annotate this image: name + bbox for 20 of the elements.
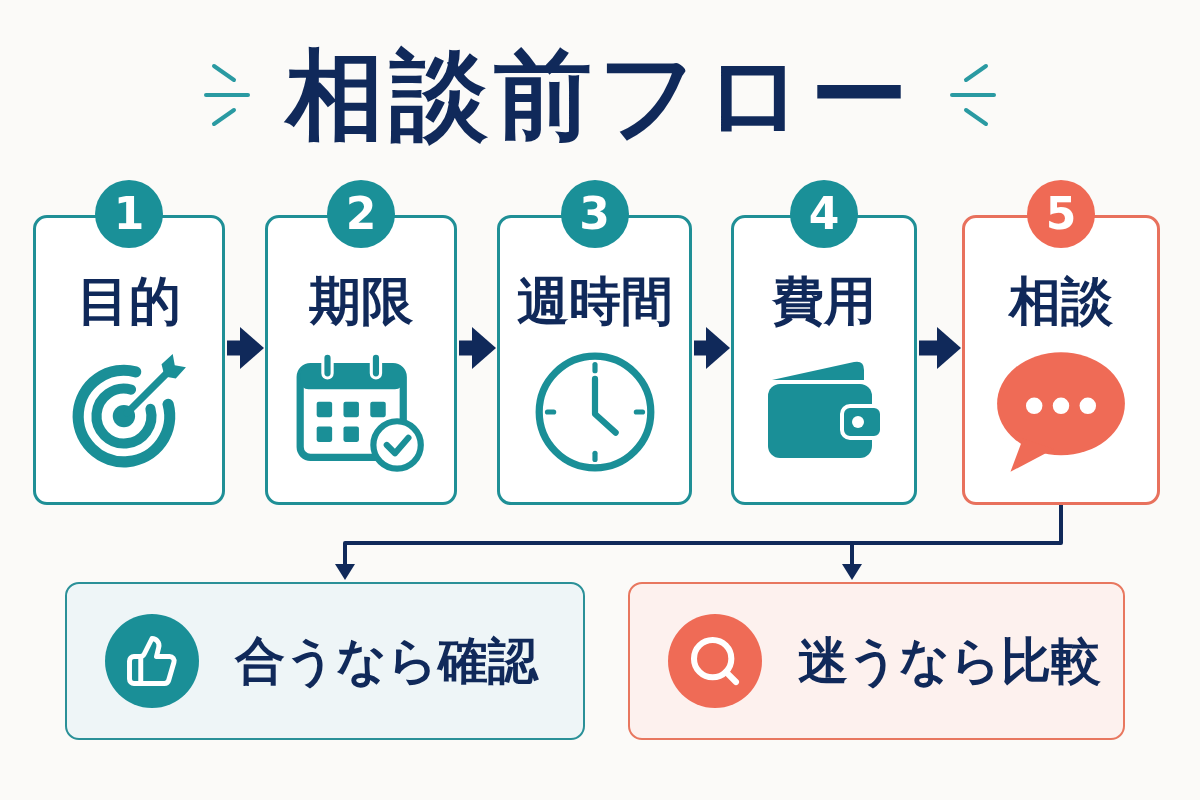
step-label: 費用 xyxy=(772,272,876,332)
arrow xyxy=(459,327,496,369)
step-number: 5 xyxy=(1027,180,1095,248)
step-number: 3 xyxy=(560,180,629,248)
result-card xyxy=(628,582,1125,740)
arrow xyxy=(694,327,730,369)
step-number: 2 xyxy=(327,180,395,248)
title: 相談前フロー xyxy=(286,46,914,144)
step-label: 目的 xyxy=(77,272,181,332)
arrow xyxy=(335,541,852,580)
connector-line xyxy=(850,505,1063,545)
step-label: 週時間 xyxy=(516,272,673,332)
arrow xyxy=(227,327,264,369)
arrow xyxy=(919,327,961,369)
step-number: 4 xyxy=(790,180,858,248)
result-card xyxy=(65,582,585,740)
arrow xyxy=(842,543,862,580)
step-label: 相談 xyxy=(1009,272,1113,332)
step-number: 1 xyxy=(95,180,163,248)
step-label: 期限 xyxy=(309,272,413,332)
